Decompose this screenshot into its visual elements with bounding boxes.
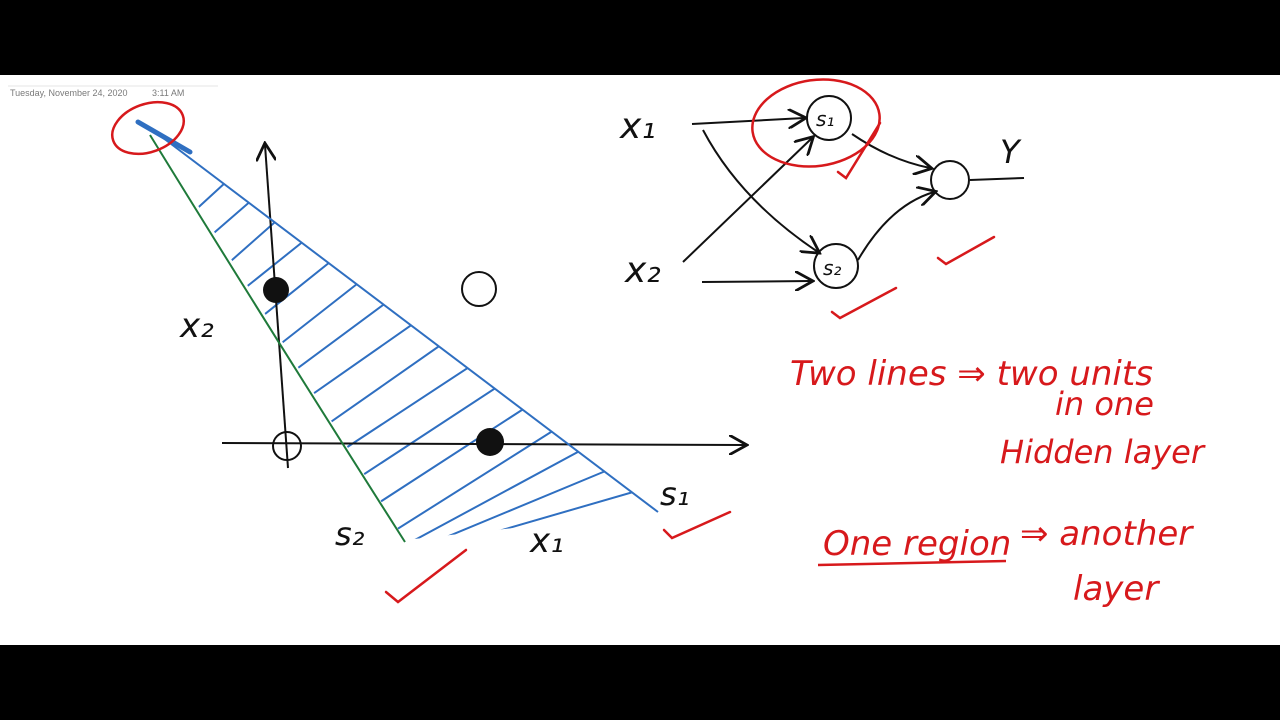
blue-marker-stroke — [135, 119, 193, 155]
output-label: Y — [1000, 133, 1022, 171]
note-line-6: layer — [1073, 569, 1160, 609]
check-mark-s2 — [384, 548, 468, 604]
date-stamp: Tuesday, November 24, 2020 — [10, 88, 128, 98]
hidden-s1-highlight-circle — [751, 78, 881, 168]
check-mark-output — [936, 235, 996, 266]
point-x2-filled — [263, 277, 289, 303]
note-line-3: Hidden layer — [1000, 433, 1206, 471]
bottom-letterbox-bar — [0, 645, 1280, 720]
edge-x1-s1 — [691, 118, 804, 124]
check-mark-hidden-s1 — [836, 121, 882, 180]
hidden-node-s2 — [813, 243, 859, 289]
x-axis-label: x₁ — [529, 521, 564, 561]
line-s2 — [149, 134, 406, 543]
check-mark-s1 — [662, 510, 732, 540]
edge-s1-output — [851, 133, 930, 168]
s2-label: s₂ — [335, 515, 365, 553]
edge-x2-s2 — [701, 281, 811, 282]
top-letterbox-bar — [0, 0, 1280, 75]
output-line — [969, 177, 1025, 181]
intersection-highlight-circle — [111, 100, 185, 156]
point-top-right-open — [461, 271, 497, 307]
time-stamp: 3:11 AM — [152, 88, 184, 98]
point-x1-filled — [476, 428, 504, 456]
whiteboard-background — [0, 75, 1280, 645]
note-line-1: Two lines ⇒ two units — [790, 354, 1153, 394]
y-axis — [265, 145, 289, 469]
note-underline — [817, 559, 1007, 567]
check-mark-hidden-s2 — [830, 286, 898, 320]
hidden-node-s1-label: s₁ — [816, 107, 834, 131]
y-axis-label: x₂ — [179, 306, 214, 346]
network-diagram: x₁ x₂ s₁ s₂ Y — [619, 78, 1025, 320]
point-origin-open — [272, 431, 302, 461]
network-input-x1: x₁ — [619, 106, 656, 147]
note-line-5: ⇒ another — [1020, 514, 1194, 554]
note-line-4-emphasis: One region — [823, 524, 1011, 564]
network-input-x2: x₂ — [624, 250, 661, 291]
output-node — [930, 160, 970, 200]
edge-x2-s1 — [682, 138, 812, 263]
hidden-node-s2-label: s₂ — [823, 256, 841, 280]
notes-block: Two lines ⇒ two units in one Hidden laye… — [790, 354, 1206, 609]
line-s1 — [149, 127, 659, 513]
s1-label: s₁ — [660, 475, 690, 513]
edge-s2-output — [857, 192, 934, 261]
note-line-2: in one — [1055, 385, 1154, 423]
edge-x1-s2 — [702, 129, 818, 252]
